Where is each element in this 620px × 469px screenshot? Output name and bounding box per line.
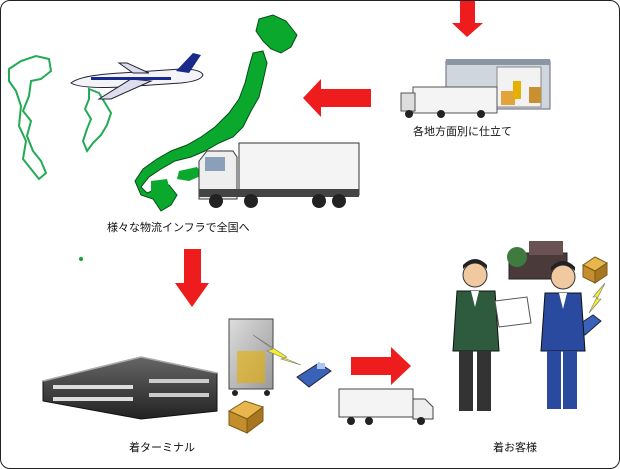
cart-icon xyxy=(228,318,274,396)
customer-label: 着お客様 xyxy=(493,441,537,454)
japan-shikoku xyxy=(177,167,203,181)
japan-map xyxy=(134,14,298,212)
airplane-icon xyxy=(70,53,204,100)
japan-kyushu xyxy=(151,179,171,201)
package-icon-right xyxy=(582,256,608,284)
package-icon xyxy=(227,400,265,434)
arrow-right-bottom xyxy=(351,347,411,385)
lightning-icon-right xyxy=(588,282,606,314)
arrival-terminal-label: 着ターミナル xyxy=(129,441,195,454)
island-dot xyxy=(79,257,83,261)
truck-icon-large xyxy=(198,142,360,208)
document-icon xyxy=(494,296,532,328)
korea-outline xyxy=(8,54,53,181)
infrastructure-label: 様々な物流インフラで全国へ xyxy=(107,221,250,234)
lightning-icon xyxy=(252,334,302,366)
truck-icon-small-warehouse xyxy=(400,86,498,118)
arrow-left-top xyxy=(303,79,371,117)
arrow-down-left xyxy=(175,249,209,307)
warehouse-icon xyxy=(445,59,551,110)
korea-peninsula xyxy=(81,87,113,154)
businessman-icon-right xyxy=(540,261,586,409)
arrow-down-top xyxy=(452,1,483,37)
businessman-icon-left xyxy=(452,259,500,411)
terminal-building-icon xyxy=(42,356,218,420)
truck-icon-delivery xyxy=(338,388,434,425)
sorting-label: 各地方面別に仕立て xyxy=(413,125,512,138)
handheld-scanner-icon xyxy=(296,362,332,388)
